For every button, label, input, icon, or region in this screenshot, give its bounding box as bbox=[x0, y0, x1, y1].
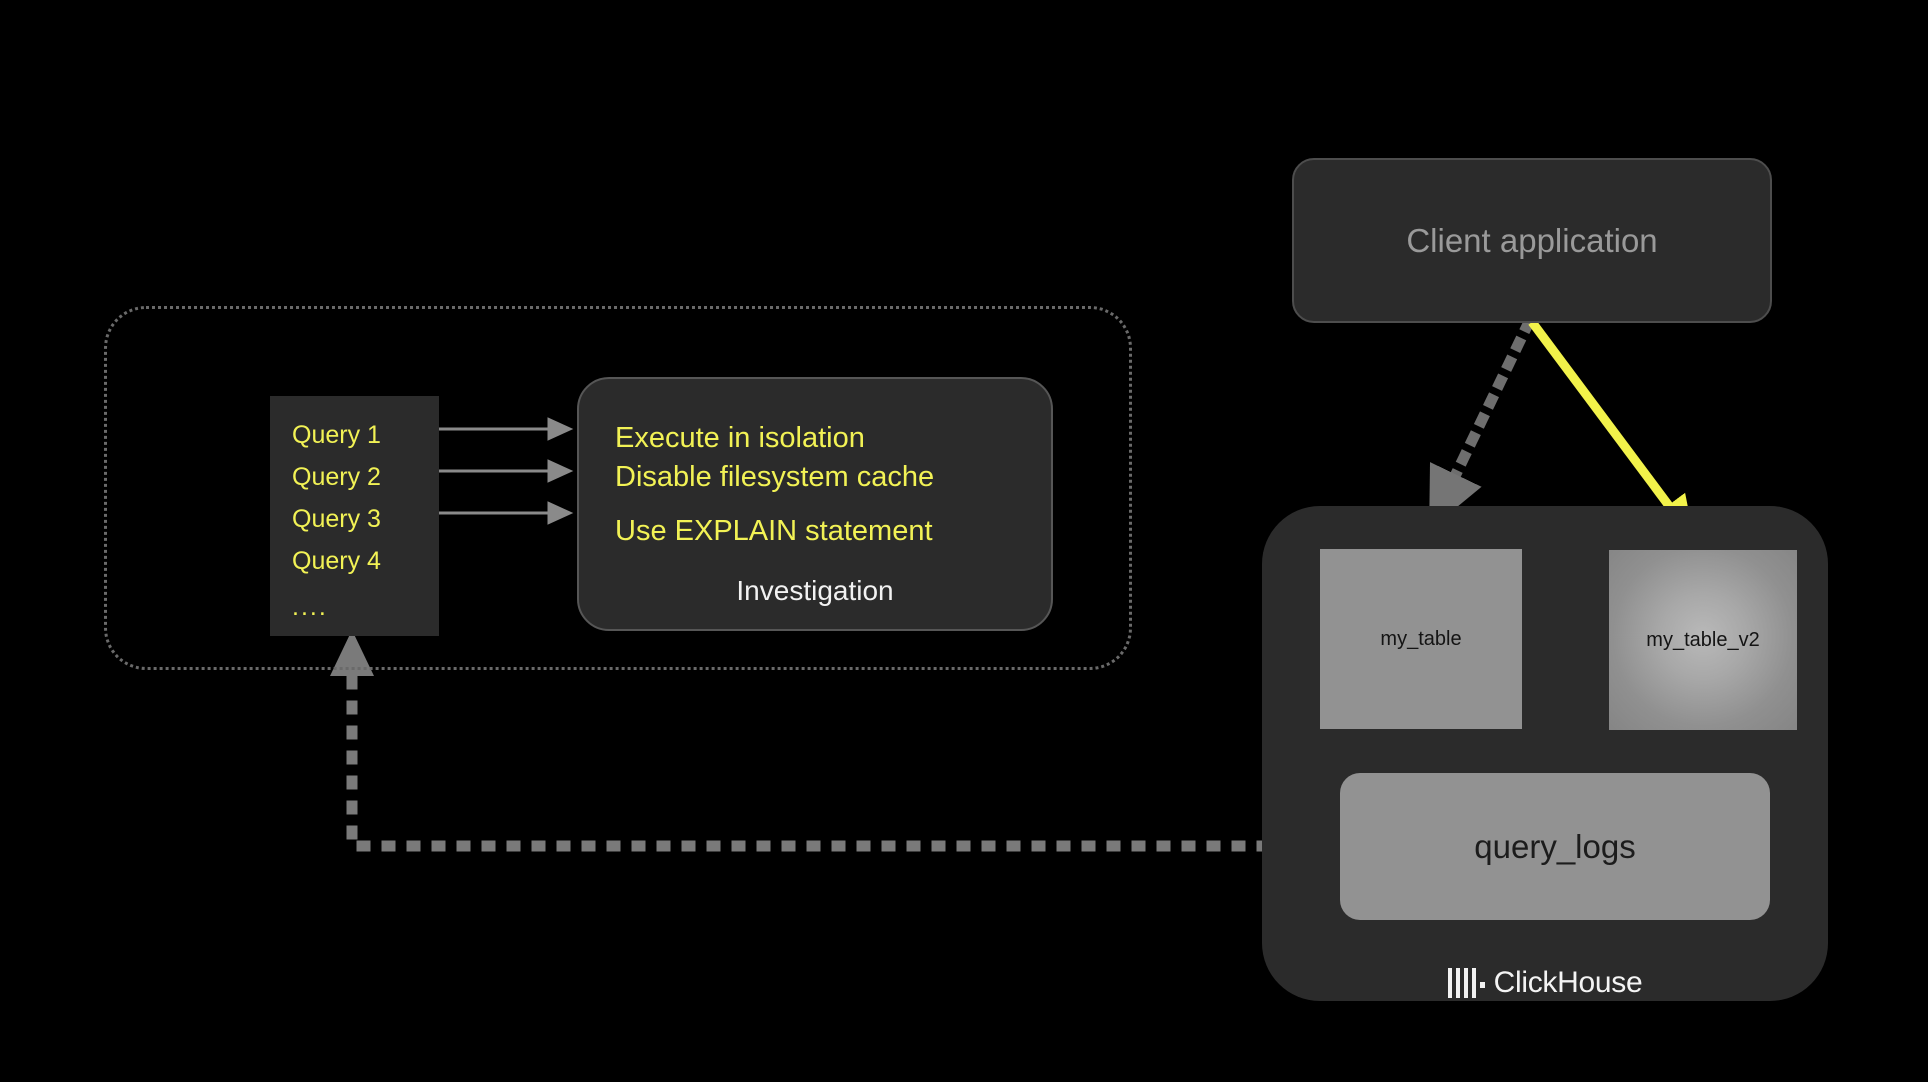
investigation-caption: Investigation bbox=[736, 575, 894, 606]
feedback-path bbox=[346, 666, 1346, 852]
clickhouse-wordmark: ClickHouse bbox=[1493, 966, 1643, 999]
clickhouse-logo: ClickHouse bbox=[1262, 960, 1828, 1006]
table-label: my_table bbox=[1380, 627, 1462, 650]
table-query-logs[interactable]: query_logs bbox=[1340, 773, 1770, 920]
table-label: my_table_v2 bbox=[1646, 628, 1760, 651]
list-item[interactable]: Query 3 bbox=[292, 505, 381, 533]
investigation-step: Use EXPLAIN statement bbox=[615, 515, 933, 547]
table-label: query_logs bbox=[1474, 827, 1636, 865]
investigation-step: Disable filesystem cache bbox=[615, 461, 935, 493]
list-item[interactable]: Query 2 bbox=[292, 463, 381, 491]
investigation-step: Execute in isolation bbox=[615, 422, 865, 454]
table-my-table[interactable]: my_table bbox=[1320, 549, 1522, 729]
investigation-region bbox=[104, 306, 1132, 670]
client-application-box: Client application bbox=[1292, 158, 1772, 323]
client-application-label: Client application bbox=[1406, 221, 1658, 259]
clickhouse-bars-icon bbox=[1447, 968, 1485, 998]
list-item[interactable]: Query 1 bbox=[292, 421, 381, 449]
list-item[interactable]: Query 4 bbox=[292, 547, 381, 575]
client-to-my-table-arrow bbox=[1424, 316, 1536, 532]
client-to-my-table-v2-arrow bbox=[1528, 319, 1695, 540]
table-my-table-v2[interactable]: my_table_v2 bbox=[1609, 550, 1797, 730]
list-item-ellipsis: .... bbox=[292, 593, 328, 621]
investigation-step-list: Execute in isolation Disable filesystem … bbox=[615, 419, 1035, 551]
query-list[interactable]: Query 1 Query 2 Query 3 Query 4 .... bbox=[270, 396, 439, 636]
investigation-box: Execute in isolation Disable filesystem … bbox=[577, 377, 1053, 631]
